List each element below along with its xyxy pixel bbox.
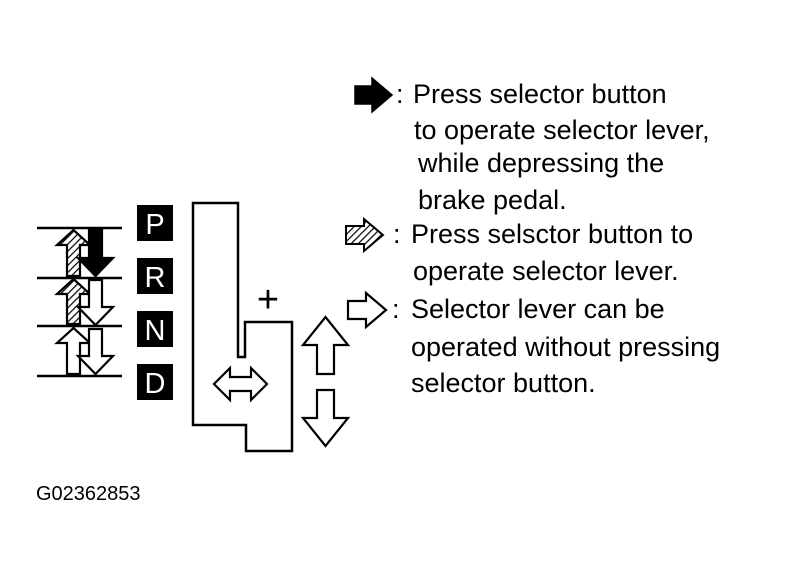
hatched-arrow-icon — [345, 216, 385, 254]
legend-hollow-line-3: selector button. — [411, 368, 596, 398]
solid-down-arrow-p-to-r — [75, 228, 116, 278]
gear-labels: P R N D — [137, 205, 173, 400]
legend-separator: : — [393, 219, 401, 249]
legend-hatched-line-1: Press selsctor button to — [411, 219, 693, 249]
downward-arrow-column — [75, 228, 116, 376]
manual-down-arrow — [300, 388, 351, 448]
gear-box-n — [137, 311, 173, 347]
hollow-up-arrow-d-to-n — [54, 326, 93, 376]
legend-solid-line-3: while depressing the — [417, 148, 664, 178]
hatched-up-arrow-r-to-p — [54, 228, 93, 278]
manual-upshift-sign: + — [257, 279, 279, 321]
legend-hatched-entry: : Press selsctor button to operate selec… — [345, 216, 693, 286]
legend-separator: : — [392, 294, 400, 324]
upward-arrow-column — [54, 228, 93, 376]
gear-label-d: D — [145, 368, 166, 400]
legend-hatched-line-2: operate selector lever. — [413, 256, 679, 286]
hollow-down-arrow-n-to-d — [75, 327, 116, 376]
gear-label-p: P — [145, 209, 164, 241]
legend-solid-line-1: Press selector button — [413, 79, 667, 109]
hollow-arrow-icon — [346, 290, 388, 330]
gate-change-double-arrow — [212, 365, 269, 403]
figure-id: G02362853 — [36, 483, 141, 505]
legend-hollow-entry: : Selector lever can be operated without… — [346, 290, 720, 398]
hatched-up-arrow-n-to-r — [54, 277, 93, 326]
legend-hollow-line-2: operated without pressing — [411, 332, 720, 362]
manual-up-arrow — [300, 315, 351, 376]
position-guide-lines — [37, 226, 122, 378]
shift-gate-outline — [191, 201, 294, 453]
legend-solid-line-2: to operate selector lever, — [414, 115, 710, 145]
legend-solid-entry: : Press selector button to operate selec… — [354, 76, 710, 215]
gear-box-d — [137, 364, 173, 400]
legend-separator: : — [396, 79, 404, 109]
legend-solid-line-4: brake pedal. — [418, 185, 567, 215]
gear-box-r — [137, 258, 173, 294]
gear-label-n: N — [145, 315, 166, 347]
gear-box-p — [137, 205, 173, 241]
solid-arrow-icon — [354, 76, 394, 114]
legend-hollow-line-1: Selector lever can be — [411, 294, 665, 324]
hollow-down-arrow-r-to-n — [75, 278, 116, 327]
gear-label-r: R — [145, 262, 166, 294]
